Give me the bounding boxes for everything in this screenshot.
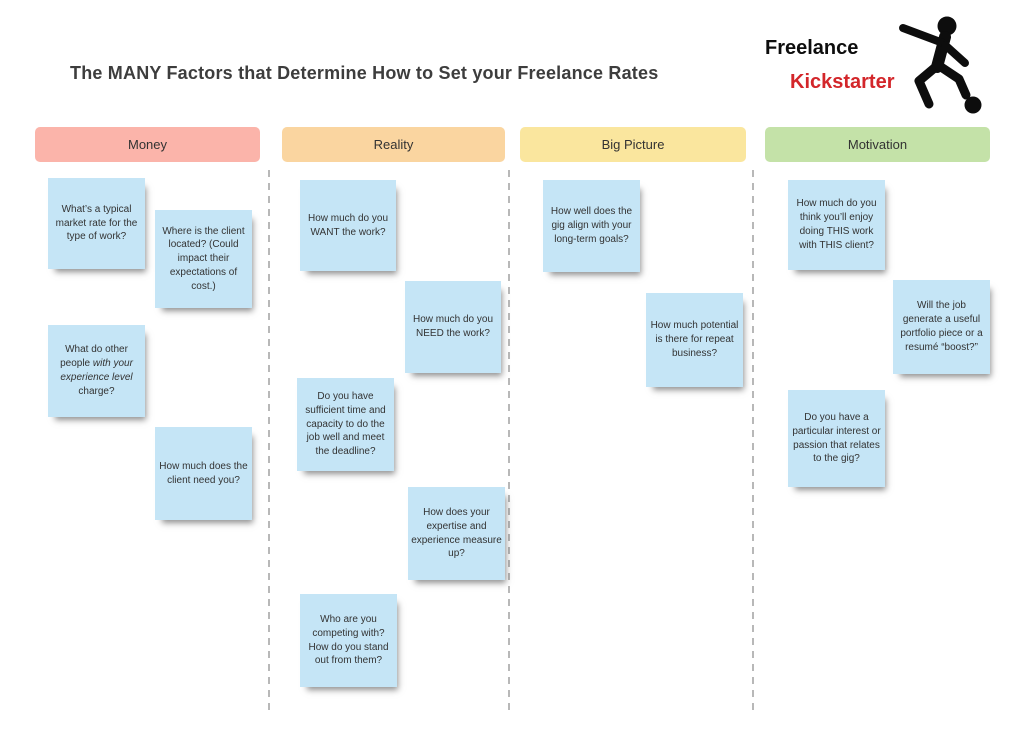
logo: Freelance Kickstarter	[755, 15, 990, 115]
sticky-note: How much do you think you’ll enjoy doing…	[788, 180, 885, 270]
sticky-note-text: How does your expertise and experience m…	[411, 506, 502, 560]
sticky-note: Where is the client located? (Could impa…	[155, 210, 252, 308]
column-header-big-picture: Big Picture	[520, 127, 746, 162]
sticky-note: Do you have sufficient time and capacity…	[297, 378, 394, 471]
sticky-note-text: What do other people with your experienc…	[60, 344, 133, 397]
sticky-note-text: Who are you competing with? How do you s…	[308, 613, 389, 667]
sticky-note-text: What’s a typical market rate for the typ…	[55, 203, 138, 243]
logo-text-freelance: Freelance	[765, 37, 859, 59]
sticky-note-text: Will the job generate a useful portfolio…	[900, 300, 983, 353]
column-divider	[752, 170, 754, 712]
column-header-reality: Reality	[282, 127, 505, 162]
column-divider	[508, 170, 510, 712]
sticky-note: Do you have a particular interest or pas…	[788, 390, 885, 487]
sticky-note-text: How well does the gig align with your lo…	[550, 206, 633, 245]
sticky-note: What’s a typical market rate for the typ…	[48, 178, 145, 269]
sticky-note-text: Where is the client located? (Could impa…	[162, 225, 245, 292]
sticky-note: Who are you competing with? How do you s…	[300, 594, 397, 687]
sticky-note: How well does the gig align with your lo…	[543, 180, 640, 272]
sticky-note-text: How much do you NEED the work?	[412, 314, 494, 339]
sticky-note: How much do you NEED the work?	[405, 281, 501, 373]
sticky-note-text: How much potential is there for repeat b…	[650, 320, 739, 359]
sticky-note: How much potential is there for repeat b…	[646, 293, 743, 387]
sticky-note-text: Do you have sufficient time and capacity…	[305, 391, 386, 458]
sticky-note: What do other people with your experienc…	[48, 325, 145, 417]
page-title: The MANY Factors that Determine How to S…	[70, 63, 659, 83]
logo-text-kickstarter: Kickstarter	[790, 71, 895, 93]
sticky-note-text: How much does the client need you?	[159, 460, 248, 486]
sticky-note: How much does the client need you?	[155, 427, 252, 520]
kicking-person-icon	[899, 16, 982, 114]
sticky-note: How much do you WANT the work?	[300, 180, 396, 271]
column-divider	[268, 170, 270, 712]
sticky-note-text: Do you have a particular interest or pas…	[792, 411, 881, 465]
sticky-note-text: How much do you think you’ll enjoy doing…	[796, 198, 877, 251]
column-header-money: Money	[35, 127, 260, 162]
sticky-note: How does your expertise and experience m…	[408, 487, 505, 580]
column-header-motivation: Motivation	[765, 127, 990, 162]
sticky-note: Will the job generate a useful portfolio…	[893, 280, 990, 374]
sticky-note-text: How much do you WANT the work?	[307, 212, 389, 238]
